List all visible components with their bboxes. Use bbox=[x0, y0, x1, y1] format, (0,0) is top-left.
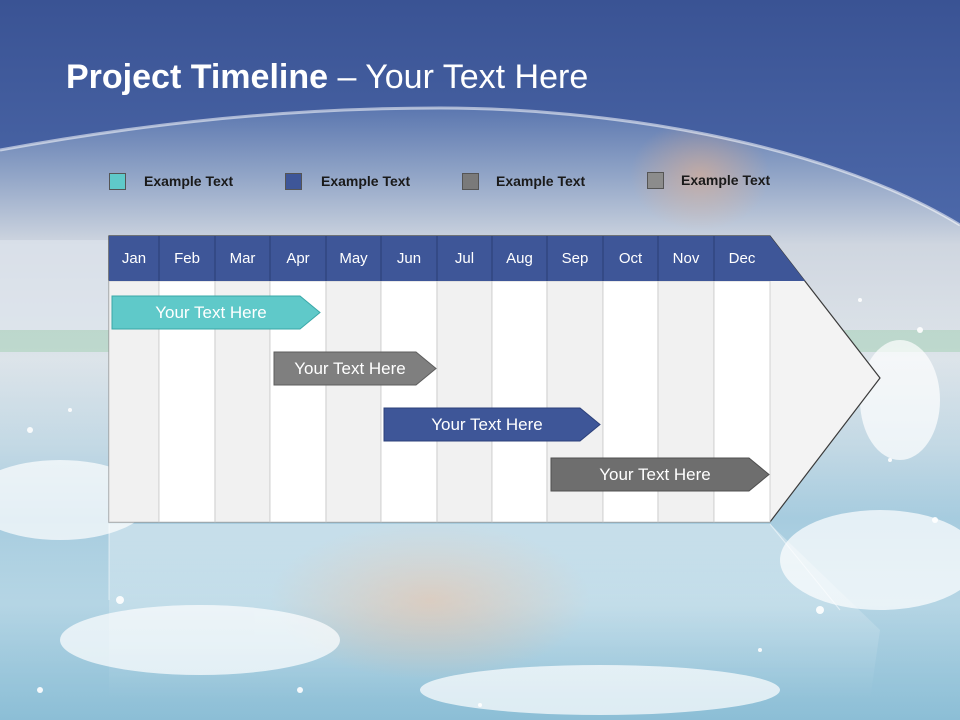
legend-label: Example Text bbox=[321, 173, 411, 189]
month-column bbox=[436, 280, 493, 523]
legend-item: Example Text bbox=[285, 170, 410, 192]
month-label: May bbox=[339, 250, 368, 267]
month-header-bar bbox=[109, 236, 805, 281]
legend-label: Example Text bbox=[144, 173, 234, 189]
month-label: Oct bbox=[618, 250, 643, 267]
month-label: Nov bbox=[672, 250, 700, 267]
task-bar-label: Your Text Here bbox=[599, 465, 711, 484]
month-column bbox=[491, 280, 548, 523]
month-label: Sep bbox=[561, 250, 589, 267]
header-band bbox=[0, 0, 960, 227]
month-label: Jun bbox=[396, 250, 422, 267]
task-bar-label: Your Text Here bbox=[431, 415, 543, 434]
legend-swatch bbox=[647, 171, 664, 189]
legend-swatch bbox=[462, 172, 479, 190]
legend-item: Example Text bbox=[647, 169, 770, 191]
legend-swatch bbox=[109, 172, 126, 190]
task-bar bbox=[383, 407, 601, 442]
legend-item: Example Text bbox=[462, 170, 585, 192]
title-bold-part: Project Timeline bbox=[66, 58, 329, 96]
month-label: Jul bbox=[454, 250, 475, 267]
task-bar bbox=[111, 295, 321, 330]
page-title: Project Timeline – Your Text Here bbox=[66, 58, 588, 97]
timeline-reflection bbox=[109, 524, 880, 700]
month-column bbox=[325, 280, 382, 523]
task-bar-label: Your Text Here bbox=[155, 303, 267, 322]
month-label: Mar bbox=[229, 250, 256, 267]
legend-label: Example Text bbox=[681, 172, 771, 188]
task-bar bbox=[550, 457, 770, 492]
task-bar bbox=[273, 351, 437, 386]
task-bar-label: Your Text Here bbox=[294, 359, 406, 378]
legend-swatch bbox=[285, 172, 302, 190]
legend-label: Example Text bbox=[496, 173, 586, 189]
month-column bbox=[380, 280, 438, 523]
month-label: Aug bbox=[506, 250, 533, 267]
month-label: Apr bbox=[286, 250, 310, 267]
legend-item: Example Text bbox=[109, 170, 233, 192]
month-label: Dec bbox=[728, 250, 756, 267]
title-rest-part: – Your Text Here bbox=[328, 58, 589, 96]
month-label: Feb bbox=[174, 250, 200, 267]
month-label: Jan bbox=[121, 250, 147, 267]
